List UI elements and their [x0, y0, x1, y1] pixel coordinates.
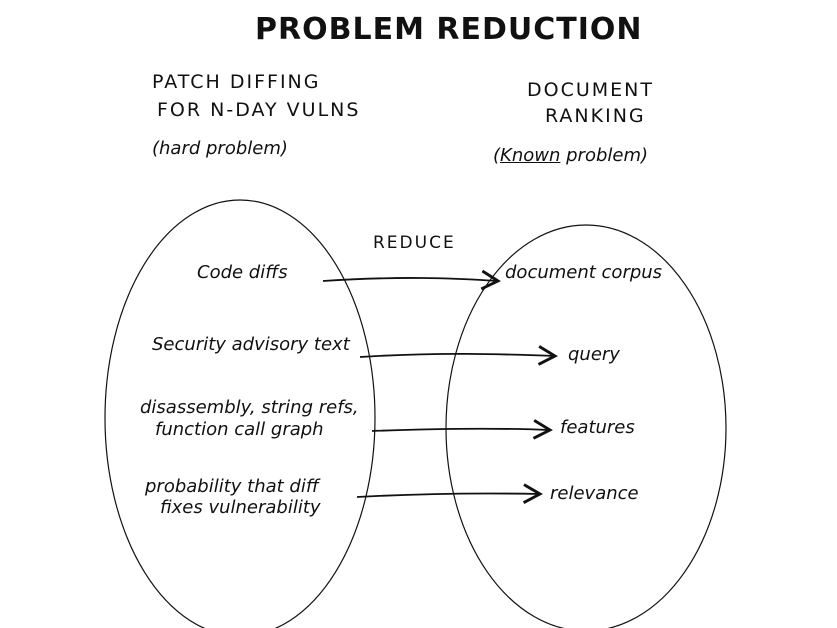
left-item-code-diffs: Code diffs [197, 262, 288, 283]
right-item-relevance: relevance [550, 483, 639, 504]
left-heading-line1: PATCH DIFFING [152, 71, 321, 93]
left-heading-line2: FOR N-DAY VULNS [157, 99, 361, 121]
left-item-call-graph: function call graph [155, 419, 324, 440]
left-item-probability: probability that diff [145, 476, 319, 497]
arrow-probability [356, 483, 543, 504]
subtitle-open: ( [493, 145, 501, 166]
diagram-title: PROBLEM REDUCTION [255, 12, 643, 47]
left-ellipse [104, 199, 376, 628]
reduce-label: REDUCE [373, 233, 456, 253]
right-ellipse [445, 224, 727, 628]
arrow-advisory [359, 345, 558, 366]
arrow-code-diffs [322, 269, 501, 291]
right-heading-line2: RANKING [545, 105, 646, 127]
right-item-corpus: document corpus [505, 262, 663, 283]
right-item-features: features [560, 417, 635, 438]
right-subtitle: (Known problem) [493, 145, 648, 167]
subtitle-rest: problem) [560, 145, 649, 166]
left-subtitle: (hard problem) [152, 138, 288, 159]
left-item-advisory: Security advisory text [152, 334, 350, 355]
left-item-fixes: fixes vulnerability [160, 497, 321, 518]
left-item-disassembly: disassembly, string refs, [140, 397, 359, 418]
arrow-disassembly [371, 419, 553, 440]
right-heading-line1: DOCUMENT [527, 79, 654, 101]
right-item-query: query [568, 344, 620, 365]
subtitle-known: Known [500, 145, 561, 166]
